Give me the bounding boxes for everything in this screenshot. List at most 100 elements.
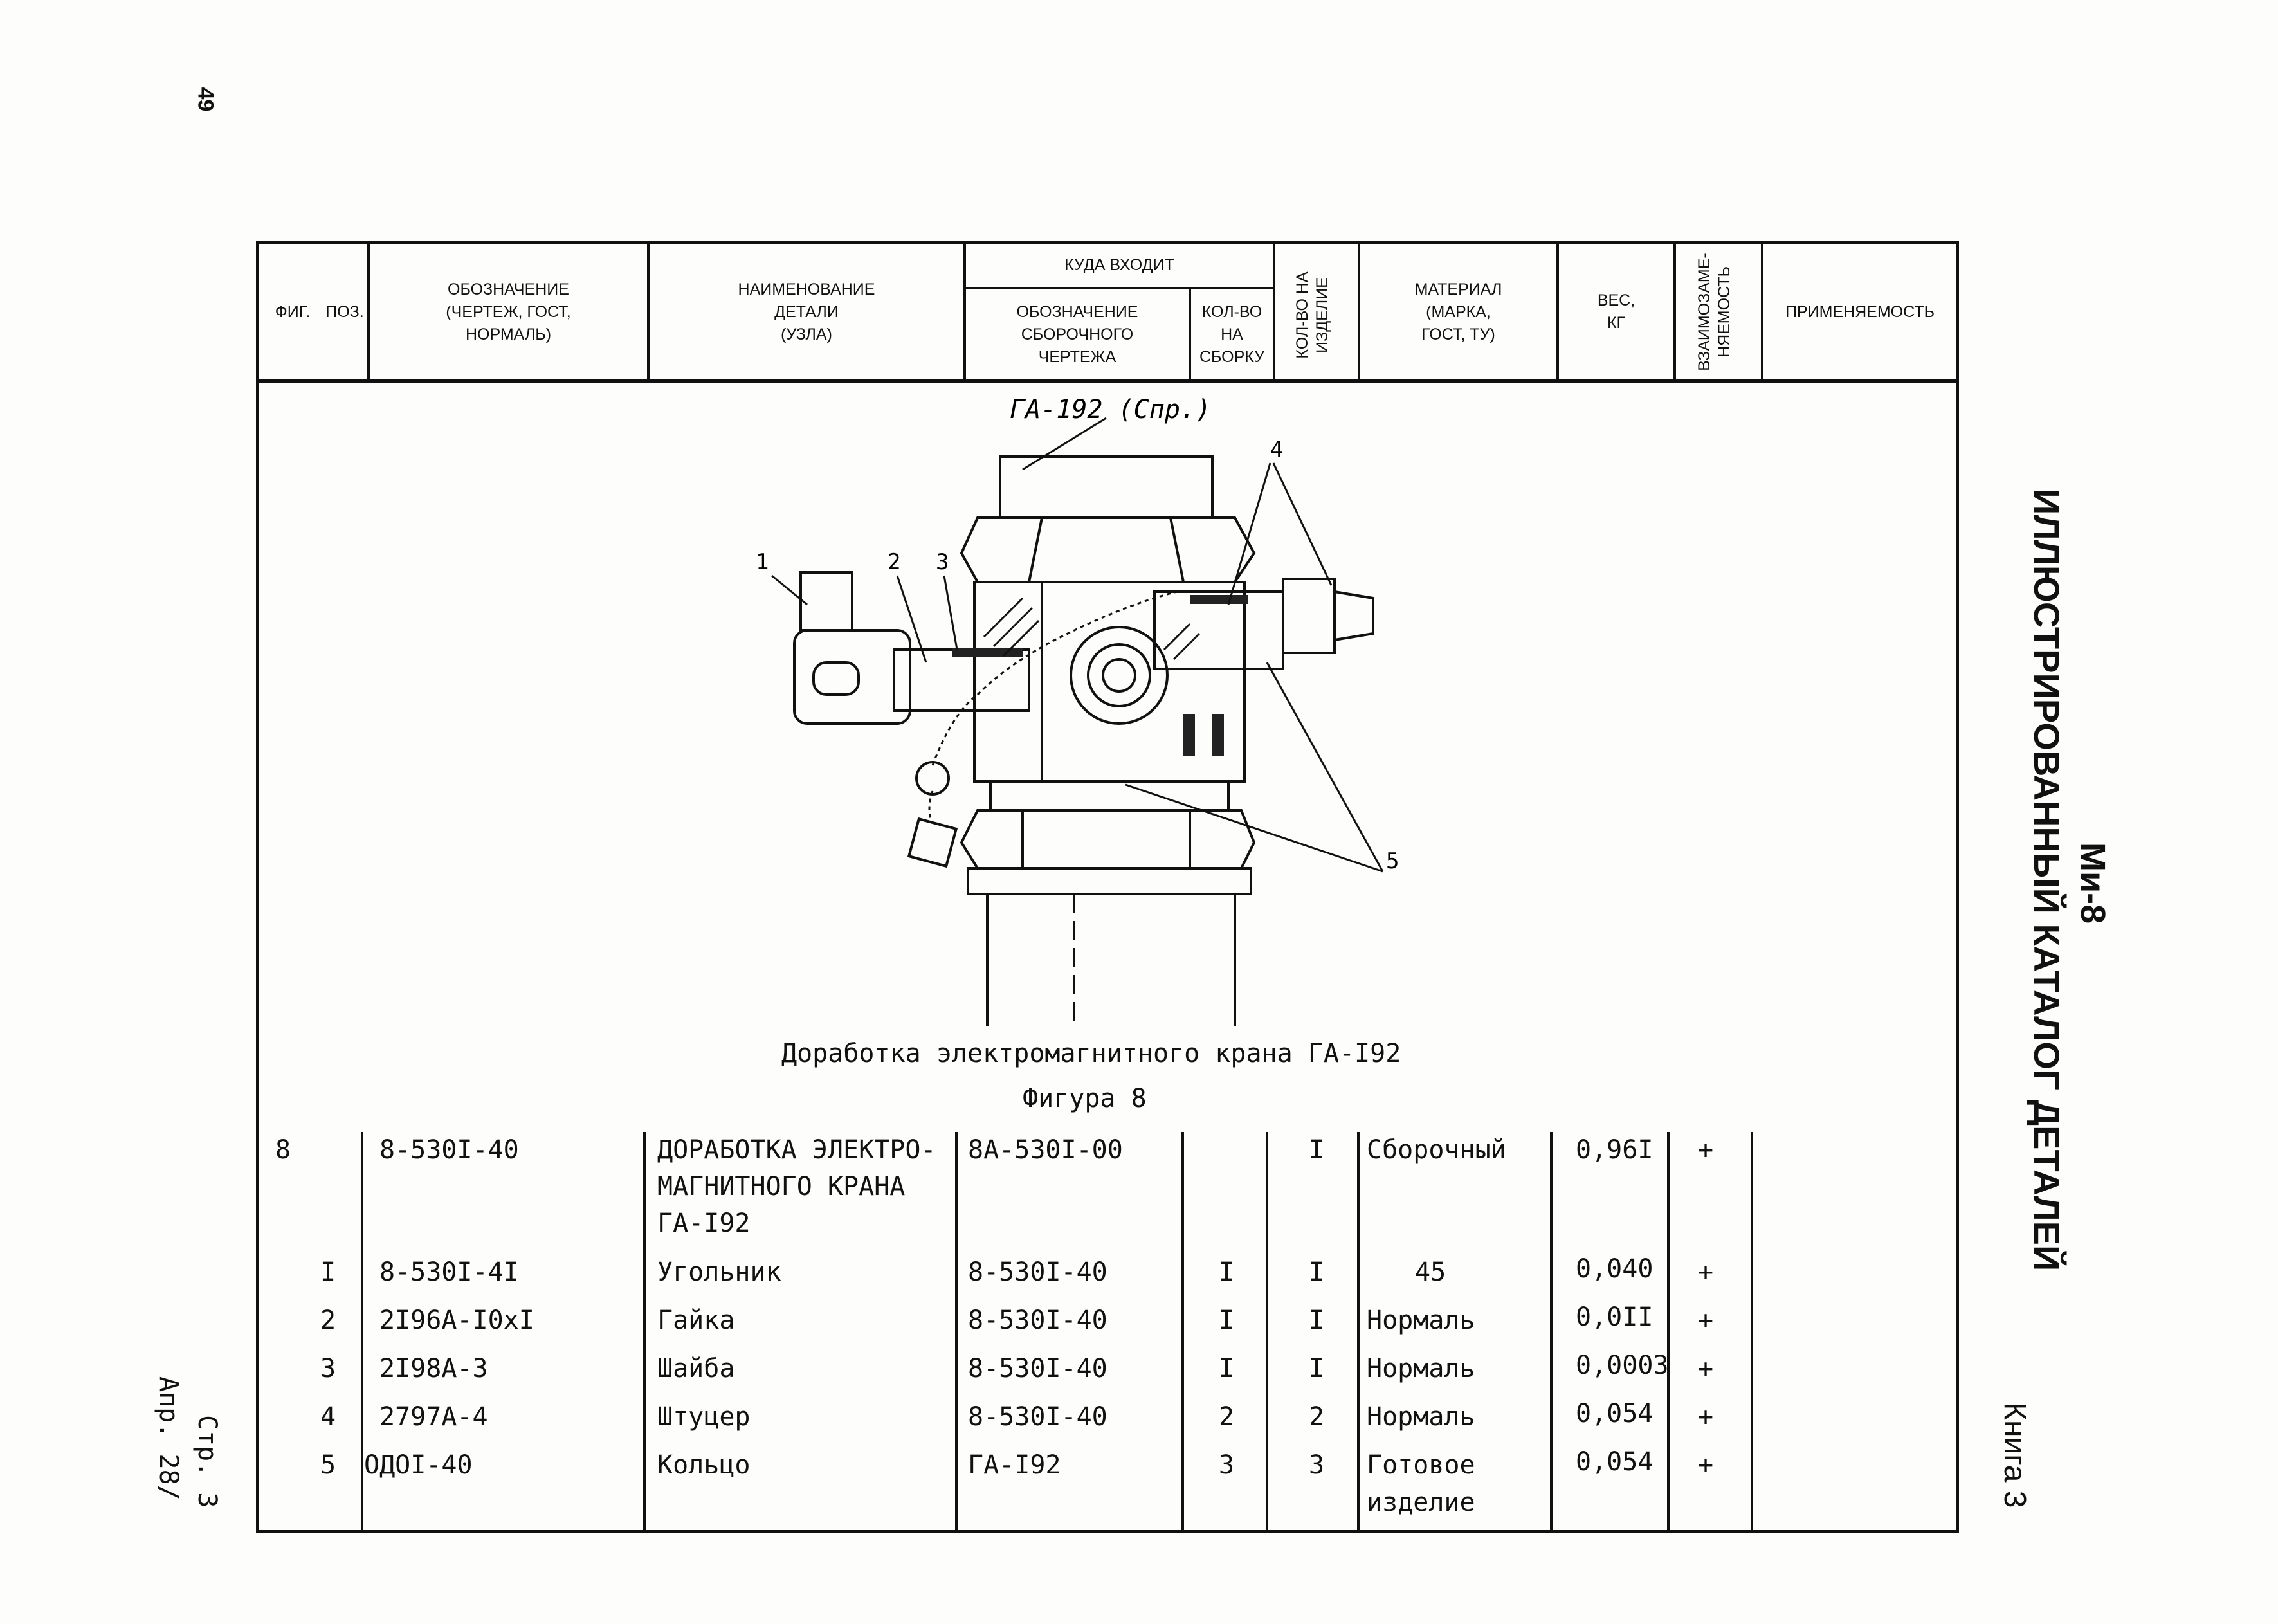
figure-number: Фигура 8 [1023,1084,1147,1113]
figure-caption: Доработка электромагнитного крана ГА-I92 [781,1039,1401,1068]
cell-weight: 0,054 [1576,1447,1654,1477]
cell-material: Готовое [1367,1450,1475,1480]
technical-drawing: ГА-192 (Спр.) 1 2 3 4 5 [756,395,1399,1026]
cell-pos: 2 [320,1306,336,1335]
cell-interchange: + [1698,1354,1714,1383]
cell-designation: ОДОI-40 [364,1450,473,1480]
header-weight: ВЕС,КГ [1597,291,1636,332]
cell-name: Кольцо [657,1450,751,1480]
cell-material: Сборочный [1367,1135,1506,1165]
page-number: 49 [193,87,218,112]
cell-qty-prod: 3 [1309,1450,1325,1480]
side-page: Стр. 3 [192,1415,222,1508]
body-col-line [1357,1132,1360,1533]
hex-nut [960,516,1256,583]
cell-designation: 8-530I-40 [379,1135,519,1165]
cell-designation: 2I98А-3 [379,1354,488,1383]
cell-name: Шайба [657,1354,735,1383]
header-where-used: КУДА ВХОДИТ [1064,255,1174,274]
callout-1: 1 [756,549,769,575]
cell-assembly: 8-530I-40 [968,1306,1107,1335]
row-line [963,287,1273,289]
cell-designation: 2I96А-I0хI [379,1306,534,1335]
body-col-line [1667,1132,1670,1533]
cell-assembly: 8-530I-40 [968,1402,1107,1432]
cell-assembly: 8А-530I-00 [968,1135,1123,1165]
col-line [367,241,370,381]
callout-2: 2 [888,549,900,575]
header-interchange: ВЗАИМОЗАМЕ-НЯЕМОСТЬ [1695,253,1734,371]
cell-qty-prod: I [1309,1135,1325,1165]
cell-material: 45 [1415,1257,1446,1287]
body-col-line [1751,1132,1753,1533]
cell-fig: 8 [275,1135,291,1165]
header-applicability: ПРИМЕНЯЕМОСТЬ [1785,302,1935,321]
cell-material: изделие [1367,1488,1475,1517]
cell-interchange: + [1698,1257,1714,1287]
cell-material: Нормаль [1367,1306,1475,1335]
col-line [647,241,650,381]
cell-interchange: + [1698,1450,1714,1480]
cell-interchange: + [1698,1402,1714,1432]
body-col-line [1181,1132,1184,1533]
header-material: МАТЕРИАЛ(МАРКА,ГОСТ, ТУ) [1414,280,1502,343]
cell-qty-asm: I [1219,1306,1235,1335]
cell-name: ДОРАБОТКА ЭЛЕКТРО- [657,1135,936,1165]
col-line [1673,241,1676,381]
body-col-line [955,1132,958,1533]
body-col-line [643,1132,646,1533]
col-line [1273,241,1275,381]
cell-weight: 0,054 [1576,1399,1654,1428]
cell-weight: 0,040 [1576,1254,1654,1284]
side-model: Ми-8 [2073,843,2112,924]
lower-nut [960,809,1256,870]
cell-qty-asm: I [1219,1354,1235,1383]
cell-qty-asm: 2 [1219,1402,1235,1432]
figure-top-label: ГА-192 (Спр.) [1010,395,1211,424]
cell-qty-prod: 2 [1309,1402,1325,1432]
elbow-fitting [799,571,853,632]
cell-weight: 0,0II [1576,1302,1654,1332]
cell-pos: 5 [320,1450,336,1480]
cell-name: Гайка [657,1306,735,1335]
side-catalog-title: ИЛЛЮСТРИРОВАННЫЙ КАТАЛОГ ДЕТАЛЕЙ [2027,489,2067,1272]
cell-assembly: 8-530I-40 [968,1257,1107,1287]
cell-qty-asm: 3 [1219,1450,1235,1480]
body-col-line [1550,1132,1553,1533]
valve-body [973,581,1246,783]
cell-name: Штуцер [657,1402,751,1432]
header-fig: ФИГ. [275,302,311,321]
cell-qty-prod: I [1309,1257,1325,1287]
body-col-line [361,1132,363,1533]
cell-pos: 4 [320,1402,336,1432]
cell-designation: 8-530I-4I [379,1257,519,1287]
side-date: Апр. 28/ [154,1376,183,1501]
callout-3: 3 [936,549,949,575]
cell-assembly: ГА-I92 [968,1450,1061,1480]
cell-material: Нормаль [1367,1354,1475,1383]
cell-qty-prod: I [1309,1354,1325,1383]
cell-assembly: 8-530I-40 [968,1354,1107,1383]
body-col-line [1266,1132,1268,1533]
cell-pos: 3 [320,1354,336,1383]
cell-qty-asm: I [1219,1257,1235,1287]
cell-weight: 0,0003 [1576,1351,1669,1380]
cell-designation: 2797А-4 [379,1402,488,1432]
top-nut [999,455,1214,519]
side-book: Книга 3 [1998,1402,2032,1508]
table-frame [256,241,1959,1533]
cell-name: Угольник [657,1257,781,1287]
cell-qty-prod: I [1309,1306,1325,1335]
round-port [1070,626,1169,725]
col-line [1761,241,1763,381]
cell-name: МАГНИТНОГО КРАНА [657,1172,906,1201]
cell-interchange: + [1698,1135,1714,1165]
callout-5: 5 [1386,848,1399,874]
col-line [1556,241,1559,381]
col-line [1358,241,1360,381]
col-line [963,241,966,381]
header-pos: ПОЗ. [325,302,364,321]
